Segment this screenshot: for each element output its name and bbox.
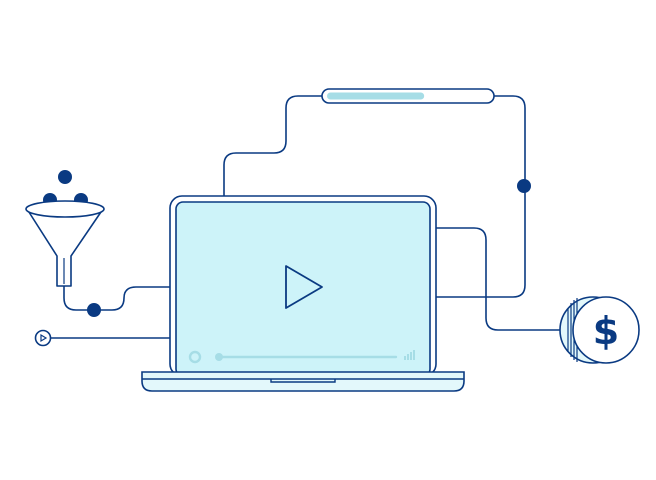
play-icon[interactable]: [285, 265, 323, 309]
connector-laptop-to-coin: [435, 227, 565, 331]
coin-face: [572, 296, 640, 364]
volume-bars-icon[interactable]: [404, 350, 415, 360]
volume-bar-3: [410, 352, 412, 360]
video-scrubber-knob[interactable]: [215, 353, 223, 361]
laptop-notch: [270, 379, 336, 383]
record-icon[interactable]: [188, 350, 202, 364]
progress-bar-icon: [321, 88, 495, 104]
connector-progress-to-laptop: [435, 95, 526, 298]
volume-bar-1: [404, 356, 406, 360]
funnel-rim: [25, 200, 105, 218]
video-controls: [188, 350, 415, 364]
funnel-body: [26, 208, 104, 287]
small-play-circle: [34, 329, 52, 347]
dollar-coin-icon: $: [559, 296, 640, 364]
connector-dot-right: [517, 179, 531, 193]
funnel-dot-top: [58, 170, 72, 184]
laptop-icon: [141, 195, 465, 392]
volume-bar-2: [407, 354, 409, 360]
connector-laptop-to-progress: [223, 95, 323, 198]
laptop-screen: [175, 201, 431, 377]
volume-bar-4: [413, 350, 415, 360]
connector-funnel-to-laptop: [63, 285, 173, 311]
small-play-icon: [34, 329, 52, 347]
connector-lines: [49, 95, 565, 339]
funnel-icon: [25, 170, 105, 287]
small-play-triangle: [40, 333, 48, 343]
progress-bar-fill: [327, 92, 425, 100]
connector-dot-funnel: [87, 303, 101, 317]
coin-dollar-symbol: $: [593, 309, 619, 353]
